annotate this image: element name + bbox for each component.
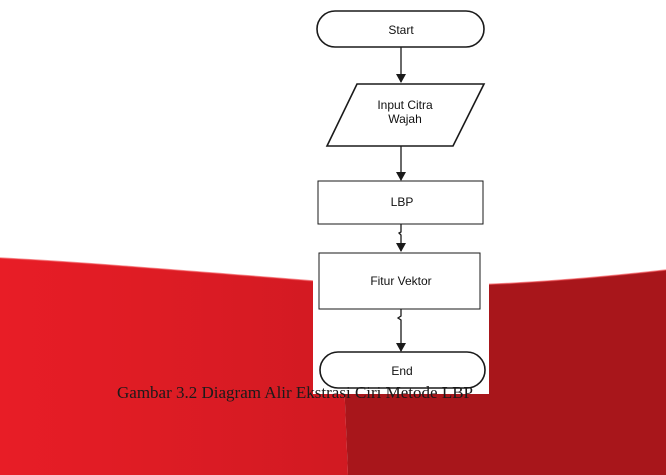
node-input-label-line2: Wajah (388, 112, 422, 126)
node-end: End (319, 351, 486, 389)
node-fitur-vektor: Fitur Vektor (318, 252, 481, 310)
node-input-label-line1: Input Citra (377, 98, 433, 112)
figure-caption: Gambar 3.2 Diagram Alir Ekstrasi Ciri Me… (117, 383, 473, 402)
node-fitur-vektor-label: Fitur Vektor (370, 274, 431, 288)
red-wave-light (0, 258, 348, 475)
edge-fitur-end (396, 309, 406, 352)
node-start: Start (316, 10, 485, 48)
node-input: Input Citra Wajah (325, 83, 486, 147)
node-start-label: Start (388, 23, 414, 37)
node-end-label: End (391, 364, 412, 378)
node-lbp: LBP (317, 180, 484, 225)
node-lbp-label: LBP (391, 195, 414, 209)
edge-lbp-fitur (396, 224, 406, 252)
